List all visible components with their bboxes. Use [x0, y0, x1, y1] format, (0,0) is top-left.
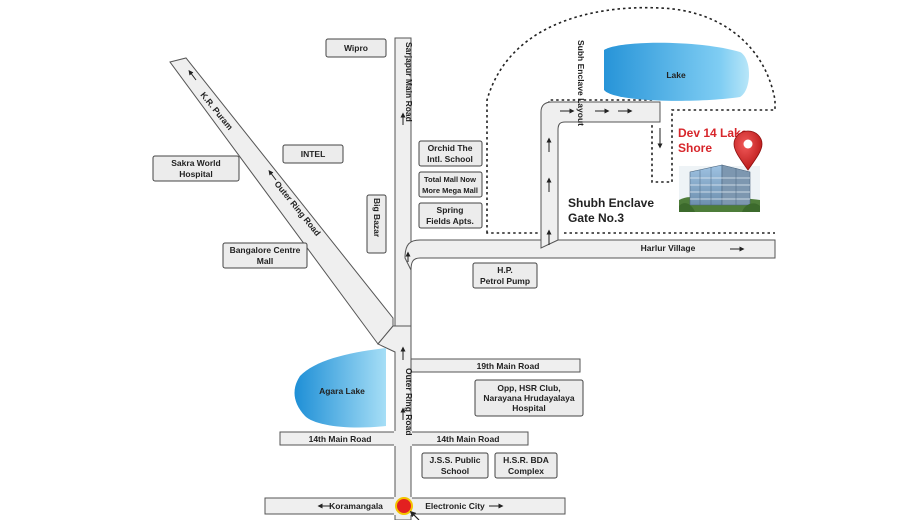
svg-text:Orchid The: Orchid The — [428, 143, 473, 153]
landmark-orchid-school: Orchid The Intl. School — [418, 140, 483, 167]
outer-ring-road-vertical — [377, 325, 412, 520]
landmark-intel: INTEL — [282, 144, 344, 164]
landmark-hsr-bda: H.S.R. BDA Complex — [494, 452, 558, 479]
landmark-big-bazar: Big Bazar — [366, 194, 387, 254]
landmark-opp-hsr-club: Opp, HSR Club, Narayana Hrudayalaya Hosp… — [474, 379, 584, 417]
landmark-total-mall: Total Mall Now More Mega Mall — [418, 171, 483, 198]
building-image — [679, 164, 760, 212]
14th-main-road-right-label: 14th Main Road — [437, 434, 500, 444]
lake-top-label: Lake — [666, 70, 686, 80]
koramangala-electronic-city-road — [264, 497, 566, 515]
svg-text:More Mega Mall: More Mega Mall — [422, 186, 478, 195]
sarjapur-main-road-label: Sarjapur Main Road — [404, 42, 414, 122]
landmark-jss-school: J.S.S. Public School — [421, 452, 489, 479]
harlur-village-road — [404, 239, 776, 271]
svg-text:Opp, HSR Club,: Opp, HSR Club, — [497, 383, 560, 393]
landmark-hp-petrol-pump: H.P. Petrol Pump — [472, 262, 538, 289]
lake-top — [604, 42, 749, 101]
svg-text:Petrol Pump: Petrol Pump — [480, 276, 530, 286]
svg-text:INTEL: INTEL — [301, 149, 326, 159]
subh-enclave-layout-label: Subh Enclave Layout — [576, 40, 586, 126]
landmark-wipro: Wipro — [325, 38, 387, 58]
svg-text:Hospital: Hospital — [179, 169, 213, 179]
svg-text:School: School — [441, 466, 469, 476]
svg-text:H.P.: H.P. — [497, 265, 512, 275]
svg-text:Big Bazar: Big Bazar — [372, 198, 382, 238]
landmark-sakra: Sakra World Hospital — [152, 155, 240, 182]
project-title-line2: Shore — [678, 141, 712, 155]
agara-lake — [294, 348, 386, 428]
subh-enclave-road — [540, 101, 661, 249]
electronic-city-label: Electronic City — [425, 501, 485, 511]
svg-text:Spring: Spring — [437, 205, 464, 215]
subh-enclave-boundary — [486, 6, 776, 234]
start-marker-icon — [395, 497, 420, 520]
19th-main-road-label: 19th Main Road — [477, 361, 540, 371]
gate-label-line2: Gate No.3 — [568, 211, 624, 225]
landmark-bangalore-centre-mall: Bangalore Centre Mall — [222, 242, 308, 269]
19th-main-road — [410, 358, 581, 373]
svg-text:J.S.S. Public: J.S.S. Public — [429, 455, 480, 465]
outer-ring-road-diagonal — [169, 57, 394, 345]
svg-text:Complex: Complex — [508, 466, 544, 476]
svg-text:Bangalore Centre: Bangalore Centre — [230, 245, 301, 255]
harlur-village-label: Harlur Village — [641, 243, 696, 253]
location-pin-icon — [733, 130, 763, 171]
outer-ring-road-vertical-label: Outer Ring Road — [404, 368, 414, 436]
svg-text:Intl. School: Intl. School — [427, 154, 473, 164]
project-title-line1: Dev 14 Lake — [678, 126, 748, 140]
landmark-spring-fields: Spring Fields Apts. — [418, 202, 483, 229]
14th-main-road-left-label: 14th Main Road — [309, 434, 372, 444]
svg-text:Narayana Hrudayalaya: Narayana Hrudayalaya — [483, 393, 574, 403]
gate-label-line1: Shubh Enclave — [568, 196, 654, 210]
svg-text:H.S.R. BDA: H.S.R. BDA — [503, 455, 549, 465]
svg-text:Hospital: Hospital — [512, 403, 546, 413]
koramangala-label: Koramangala — [329, 501, 383, 511]
svg-text:Wipro: Wipro — [344, 43, 368, 53]
svg-text:Total Mall Now: Total Mall Now — [424, 175, 476, 184]
direction-arrows — [188, 70, 745, 509]
svg-text:Fields Apts.: Fields Apts. — [426, 216, 474, 226]
svg-text:Sakra World: Sakra World — [171, 158, 220, 168]
agara-lake-label: Agara Lake — [319, 386, 365, 396]
svg-text:Mall: Mall — [257, 256, 274, 266]
